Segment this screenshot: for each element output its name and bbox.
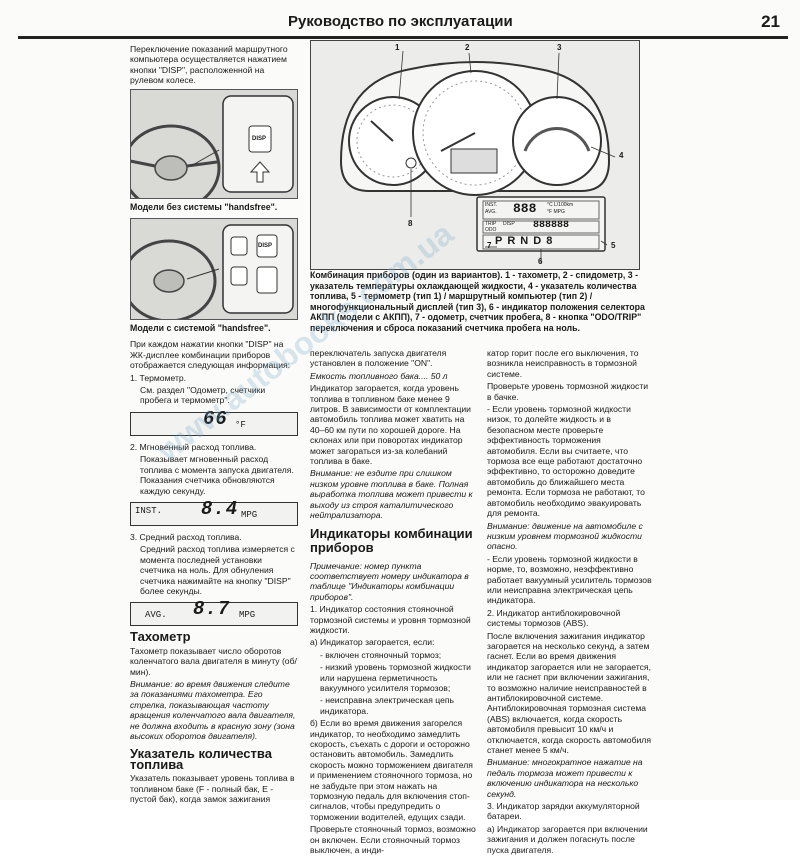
col3-p6: После включения зажигания индикатор заго… (487, 630, 651, 756)
gear-indicator-row: P R N D 8 (495, 235, 552, 247)
col2-p1: переключатель запуска двигателя установл… (310, 348, 447, 369)
disp-button-label: DISP (252, 135, 267, 142)
gear-r: R (507, 235, 516, 247)
lcd-temp-unit: °F (235, 419, 246, 430)
col3-p3: - Если уровень тормозной жидкости низок,… (487, 404, 645, 519)
fuel-text: Указатель показывает уровень топлива в т… (130, 773, 295, 805)
gear-p: P (495, 235, 503, 247)
col3-p2: Проверьте уровень тормозной жидкости в б… (487, 381, 649, 402)
callout-7: 7 (487, 241, 492, 250)
callout-8: 8 (408, 219, 413, 228)
col2-p10: Проверьте стояночный тормоз, возможно он… (310, 824, 476, 856)
col2-p8: - неисправна электрическая цепь индикато… (320, 695, 454, 716)
page-header: Руководство по эксплуатации 21 (18, 10, 788, 39)
page-number: 21 (761, 12, 780, 31)
display-odometer-digits: 888888 (533, 220, 570, 231)
section-indicators: Индикаторы комбинации приборов (310, 525, 473, 555)
lcd-inst-unit: MPG (241, 509, 258, 520)
figure-1-caption: Модели без системы "handsfree". (130, 201, 278, 212)
item-1-text: См. раздел "Одометр, счетчики пробега и … (140, 385, 266, 406)
manual-page: Руководство по эксплуатации 21 Переключе… (18, 10, 788, 856)
col3-note-1: Внимание: движение на автомобиле с низки… (487, 520, 643, 552)
steering-wheel-handsfree-illustration (131, 219, 297, 320)
lcd-avg-label: AVG. (145, 610, 167, 621)
gear-n: N (520, 235, 529, 247)
col2-p7: - низкий уровень тормозной жидкости или … (320, 662, 471, 693)
cluster-figure-caption: Комбинация приборов (один из вариантов).… (310, 270, 645, 333)
callout-6: 6 (538, 257, 543, 266)
display-units: °C L/100km (547, 202, 574, 208)
callout-4: 4 (619, 151, 624, 160)
item-3-title: 3. Средний расход топлива. (130, 531, 242, 542)
left-column: Переключение показаний маршрутного компь… (130, 44, 298, 806)
display-disp-label: DISP (503, 221, 515, 227)
lcd-inst-label: INST. (135, 505, 163, 516)
callout-3: 3 (557, 43, 562, 52)
item-1-title: 1. Термометр. (130, 372, 187, 383)
col3-p5: 2. Индикатор антиблокировочной системы т… (487, 607, 621, 629)
lcd-inst-value: 8.4 (201, 497, 239, 520)
callout-1: 1 (395, 43, 400, 52)
col2-p5: а) Индикатор загорается, если: (310, 637, 435, 648)
item-3-text: Средний расход топлива измеряется с моме… (140, 544, 295, 596)
col2-p6: - включен стояночный тормоз; (320, 649, 442, 660)
display-units-imperial: °F MPG (547, 209, 565, 215)
instrument-cluster-illustration (311, 41, 639, 269)
section-tachometer: Тахометр (130, 629, 191, 645)
col2-note-1: Внимание: не ездите при слишком низком у… (310, 468, 473, 521)
display-inst-label: INST. (485, 202, 498, 208)
each-press-text: При каждом нажатии кнопки "DISP" на ЖК-д… (130, 339, 291, 371)
instrument-cluster-figure: 1 2 3 4 5 6 7 8 INST. AVG. 888 °C L/100k… (310, 40, 640, 270)
figure-2-caption: Модели с системой "handsfree". (130, 323, 271, 334)
lcd-avg-value: 8.7 (193, 598, 231, 621)
col2-tank-capacity: Емкость топливного бака.... 50 л (310, 370, 448, 381)
col2-p4: 1. Индикатор состояния стояночной тормоз… (310, 604, 471, 635)
col3-p4: - Если уровень тормозной жидкости в норм… (487, 553, 652, 606)
col3-note-2: Внимание: многократное нажатие на педаль… (487, 757, 643, 799)
tach-text: Тахометр показывает число оборотов колен… (130, 645, 297, 677)
col3-p1: катор горит после его выключения, то воз… (487, 348, 639, 379)
display-odo-label: ODO (485, 227, 497, 233)
lcd-average-consumption: AVG. 8.7 MPG (130, 598, 298, 627)
steering-wheel-figure-1: DISP (130, 88, 298, 199)
middle-column: переключатель запуска двигателя установл… (310, 348, 480, 857)
lcd-temp-value: 66 (203, 407, 228, 430)
gear-8: 8 (546, 235, 553, 247)
intro-text: Переключение показаний маршрутного компь… (130, 44, 288, 86)
col2-note-2: Примечание: номер пункта соответствует н… (310, 560, 469, 602)
right-column: катор горит после его выключения, то воз… (487, 348, 652, 857)
display-segment-digits: 888 (513, 201, 537, 216)
callout-2: 2 (465, 43, 470, 52)
display-trip-label: TRIP (485, 221, 497, 227)
col2-p9: б) Если во время движения загорелся инди… (310, 718, 473, 822)
steering-wheel-figure-2: DISP (130, 218, 298, 321)
lcd-thermometer: 66 °F (130, 407, 298, 436)
disp-button-label-2: DISP (258, 243, 273, 250)
tach-note: Внимание: во время движения следите за п… (130, 678, 296, 741)
display-avg-label: AVG. (485, 209, 497, 215)
gear-d: D (533, 235, 542, 247)
page-title: Руководство по эксплуатации (288, 13, 513, 30)
lcd-instant-consumption: INST. 8.4 MPG (130, 497, 298, 526)
col3-p7: 3. Индикатор зарядки аккумуляторной бата… (487, 801, 640, 822)
item-2-text: Показывает мгновенный расход топлива с м… (140, 454, 294, 496)
steering-wheel-illustration (131, 89, 297, 198)
section-fuel-gauge: Указатель количества топлива (130, 746, 272, 772)
col2-p3: Индикатор загорается, когда уровень топл… (310, 383, 471, 467)
callout-5: 5 (611, 241, 616, 250)
col3-p8: а) Индикатор загорается при включении за… (487, 823, 648, 855)
item-2-title: 2. Мгновенный расход топлива. (130, 441, 257, 452)
lcd-avg-unit: MPG (239, 610, 256, 621)
